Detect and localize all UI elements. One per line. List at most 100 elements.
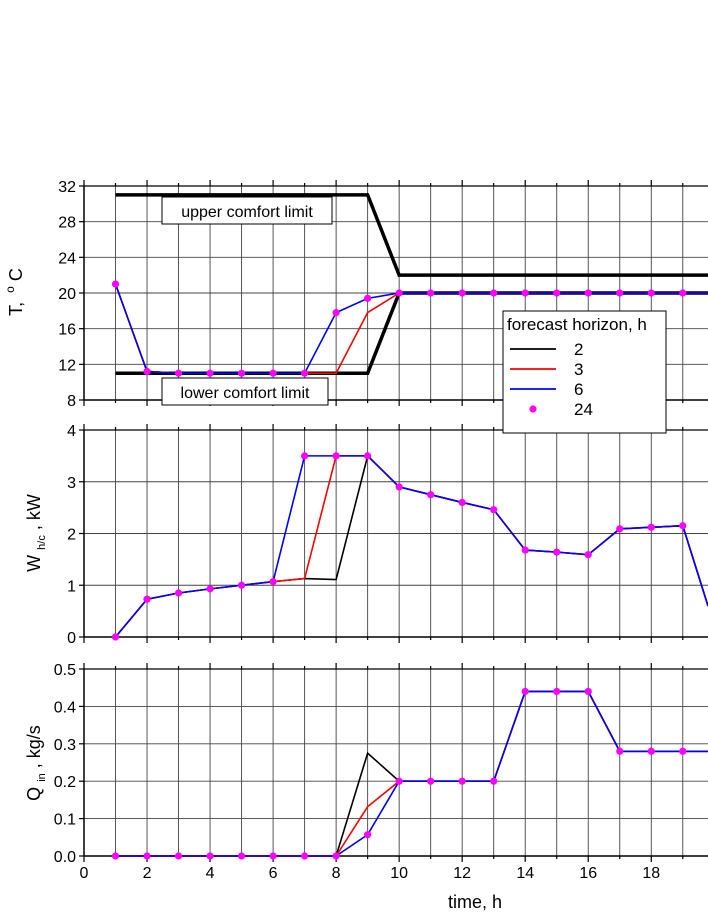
temperature-ytick-label: 16 [58, 322, 76, 339]
flow-series-2-line [115, 690, 708, 857]
x-tick-label: 2 [143, 865, 152, 882]
temperature-ytick-label: 28 [58, 215, 76, 232]
x-tick-label: 18 [642, 865, 660, 882]
power-ylabel-unit: , kW [24, 494, 44, 530]
x-tick-label: 10 [390, 865, 408, 882]
flow-series-24-point [490, 777, 498, 785]
flow-series-24-point [427, 777, 435, 785]
flow-series-24-point [521, 687, 529, 696]
temperature-ylabel-degree: o [3, 286, 17, 293]
temperature-series-24-point [237, 369, 246, 377]
temperature-ytick-label: 24 [58, 250, 76, 267]
flow-ytick-label: 0.5 [54, 662, 76, 679]
flow-ylabel-main: Q [24, 787, 44, 801]
temperature-series-24-point [301, 369, 309, 377]
temperature-ylabel-main: T, [6, 302, 26, 316]
temperature-series-24-point [427, 289, 435, 297]
flow-ytick-label: 0.3 [54, 737, 76, 754]
svg-text:W h/c , kW: W h/c , kW [24, 494, 49, 572]
svg-text:T, o C: T, o C [0, 268, 26, 316]
upper-comfort-limit-line [115, 193, 708, 277]
temperature-series-24-point [616, 289, 624, 297]
power-series-24-point [490, 506, 498, 514]
flow-series-24-point [458, 777, 466, 785]
x-tick-label: 14 [516, 865, 534, 882]
flow-series-24-point [679, 747, 687, 755]
upper-comfort-annotation: upper comfort limit [161, 196, 333, 225]
power-ytick-label: 3 [67, 475, 76, 492]
temperature-ytick-label: 32 [58, 179, 76, 196]
flow-series-24-point [237, 852, 246, 860]
power-ytick-label: 4 [67, 423, 76, 440]
flow-series-24-point [143, 852, 151, 860]
power-series-24-point [458, 498, 466, 507]
flow-series-24-point [553, 687, 561, 696]
flow-series-24-point [332, 852, 340, 860]
power-series-24-point [647, 523, 655, 531]
flow-series-24-point [206, 852, 214, 860]
flow-series-24-point [364, 831, 372, 839]
flow-ytick-label: 0.4 [54, 699, 76, 716]
temperature-series-24-point [395, 289, 403, 297]
power-series-24-point [427, 491, 435, 499]
temperature-series-24-point [458, 289, 466, 297]
power-ytick-label: 0 [67, 630, 76, 647]
flow-series-6-line [115, 690, 708, 857]
flow-ytick-label: 0.1 [54, 812, 76, 829]
x-tick-label: 16 [579, 865, 597, 882]
flow-series-24-point [174, 852, 183, 860]
flow-series-24-point [584, 687, 592, 696]
temperature-series-6-line [114, 283, 708, 375]
flow-series-24-point [269, 852, 277, 860]
lower-comfort-label: lower comfort limit [181, 385, 310, 402]
power-series-24-point [521, 546, 529, 554]
power-series-24-point [111, 633, 120, 641]
lower-comfort-annotation: lower comfort limit [161, 377, 329, 406]
power-series-24-point [553, 548, 561, 556]
power-series-2-line [114, 454, 708, 638]
legend-label-24: 24 [574, 400, 593, 419]
svg-text:Q in , kg/s: Q in , kg/s [24, 725, 49, 801]
legend-label-2: 2 [574, 340, 583, 359]
power-series-24-point [301, 452, 309, 460]
flow-series-24-point [647, 747, 655, 755]
flow-series-24-point [301, 852, 309, 860]
power-series-24-point [206, 585, 214, 593]
temperature-ylabel-unit: C [6, 268, 26, 281]
temperature-series-24-point [521, 289, 529, 297]
x-tick-label: 8 [332, 865, 341, 882]
temperature-ytick-label: 20 [58, 286, 76, 303]
power-series-24-point [584, 551, 592, 559]
flow-y-axis-label: Q in , kg/s [24, 725, 49, 801]
temperature-y-axis-label: T, o C [0, 268, 26, 316]
temperature-series-24-point [364, 294, 372, 302]
temperature-ytick-label: 12 [58, 357, 76, 374]
flow-ylabel-sub: in [36, 773, 48, 782]
power-series-24-point [174, 589, 183, 597]
x-tick-label: 12 [453, 865, 471, 882]
flow-series-24-point [395, 777, 403, 785]
temperature-series-24-point [269, 369, 277, 377]
flow-series-24-point [616, 747, 624, 755]
power-series-24-point [237, 581, 246, 589]
power-ylabel-sub: h/c [36, 535, 48, 550]
flow-series-24-point [111, 852, 120, 860]
power-series-24-point [616, 525, 624, 533]
legend-label-3: 3 [574, 360, 583, 379]
temperature-series-24-point [584, 289, 592, 297]
power-ylabel-main: W [24, 555, 44, 572]
temperature-series-24-point [174, 369, 183, 377]
legend-label-6: 6 [574, 380, 583, 399]
power-series-24-point [269, 578, 277, 586]
power-series-24-point [332, 452, 340, 460]
temperature-series-24-point [490, 289, 498, 297]
power-series-6-line [114, 455, 708, 638]
legend-title: forecast horizon, h [507, 315, 647, 334]
upper-comfort-label: upper comfort limit [181, 204, 313, 221]
temperature-series-24-point [332, 309, 340, 317]
temperature-series-24-point [143, 367, 151, 376]
x-tick-label: 0 [80, 865, 89, 882]
